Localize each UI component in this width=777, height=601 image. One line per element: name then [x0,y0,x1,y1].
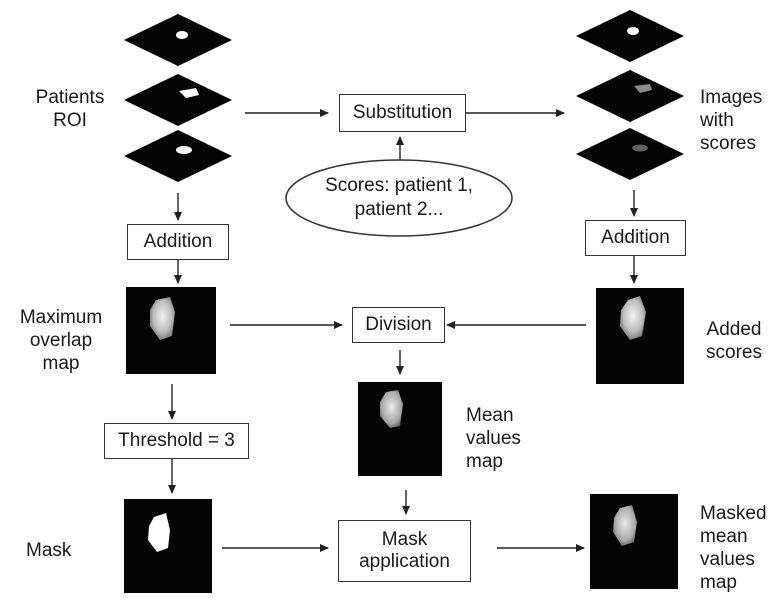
score-slice-1 [576,10,684,62]
addition-box-right: Addition [585,220,686,256]
label-maximum-overlap-map: Maximum overlap map [19,307,103,374]
patient-slice-3 [124,130,232,182]
scores-ellipse-shape [285,159,513,237]
label-mask: Mask [26,540,72,561]
label-patients-roi: Patients ROI [35,87,105,131]
mean-values-map-image [358,382,442,476]
label-mean-values-map: Mean values map [466,405,521,472]
score-slice-2 [576,70,684,122]
addition-box-left: Addition [127,224,229,260]
masked-mean-values-map-image [590,494,678,589]
added-scores-image [596,288,684,384]
maximum-overlap-map-image [126,287,216,374]
score-slice-3 [576,128,684,180]
division-box: Division [352,307,445,343]
patient-slice-2 [124,74,232,126]
mask-image [124,499,212,593]
label-masked-mean-values-map: Masked mean values map [700,503,767,593]
mask-application-box: Mask application [338,520,471,582]
patient-slice-1 [124,14,232,66]
threshold-box: Threshold = 3 [104,423,249,459]
label-added-scores: Added scores [706,319,762,363]
scores-ellipse-label: Scores: patient 1, patient 2... [325,175,473,220]
label-images-with-scores: Images with scores [700,87,763,154]
substitution-box: Substitution [339,94,466,132]
